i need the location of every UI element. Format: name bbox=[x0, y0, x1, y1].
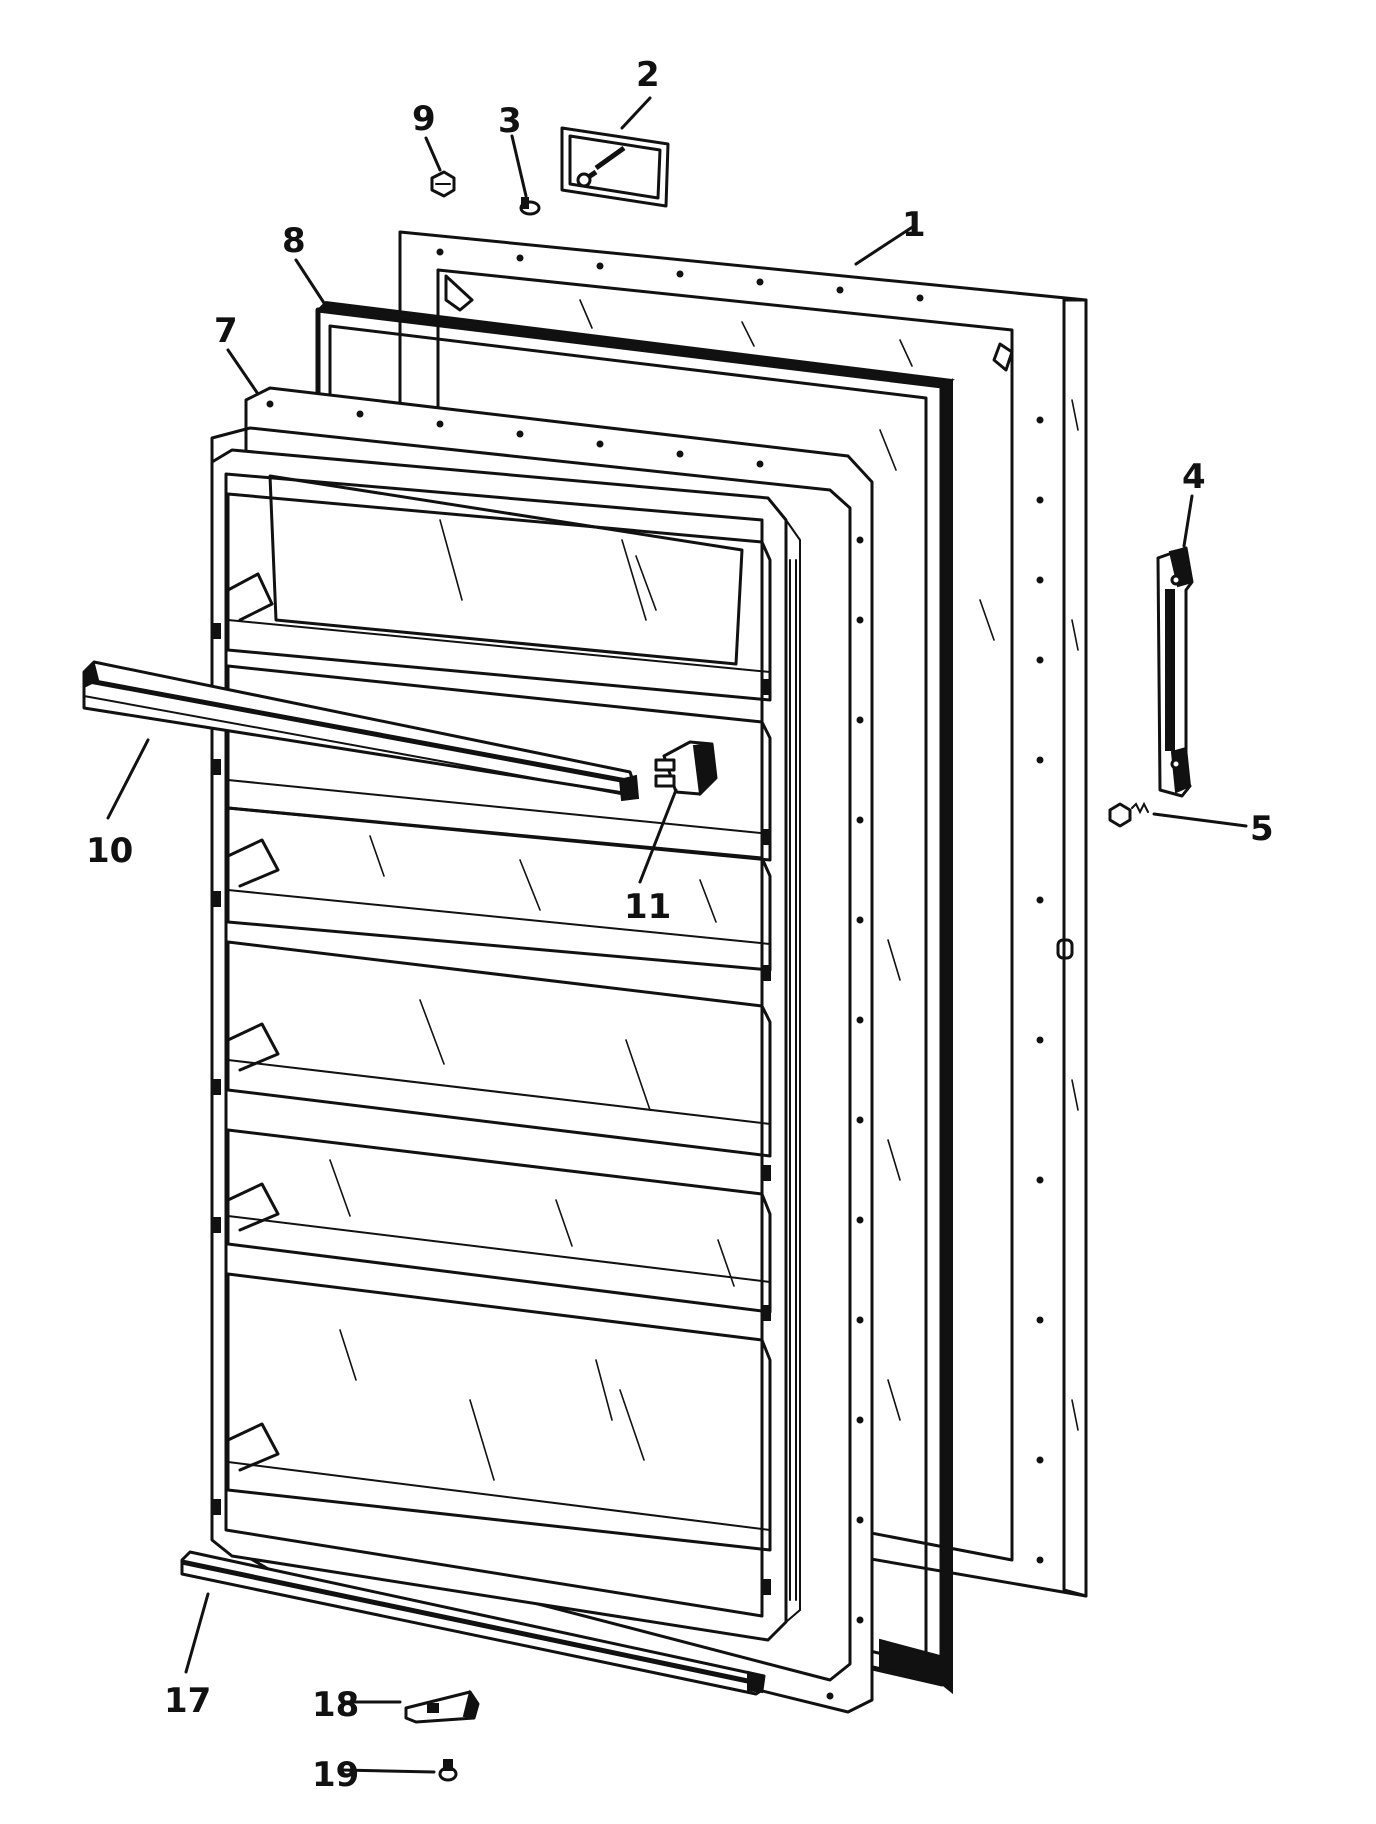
screw-part-3 bbox=[519, 197, 541, 216]
shelf-side-brackets bbox=[213, 572, 771, 1595]
callout-3: 3 bbox=[498, 101, 522, 141]
callout-labels: 1 2 3 4 5 7 8 9 10 11 17 18 19 bbox=[86, 55, 1274, 1795]
leader-lines bbox=[106, 96, 1248, 1774]
callout-8: 8 bbox=[282, 221, 306, 261]
bottom-trim bbox=[180, 1550, 766, 1696]
callout-18: 18 bbox=[312, 1685, 359, 1725]
shelf-bin-3 bbox=[226, 806, 772, 972]
latch-bracket bbox=[404, 1689, 480, 1724]
shelf-bin-6 bbox=[226, 1272, 772, 1552]
outer-panel-holes bbox=[436, 248, 1044, 1564]
callout-19: 19 bbox=[312, 1755, 359, 1795]
callout-17: 17 bbox=[164, 1681, 211, 1721]
callout-7: 7 bbox=[214, 311, 238, 351]
shelf-bin-4 bbox=[226, 940, 772, 1158]
small-screw bbox=[438, 1759, 458, 1782]
callout-1: 1 bbox=[902, 205, 926, 245]
callout-10: 10 bbox=[86, 831, 133, 871]
hinge-bracket bbox=[560, 126, 670, 208]
door-inner-liner bbox=[210, 386, 874, 1714]
handle-screw bbox=[1108, 801, 1149, 828]
shelf-bar bbox=[82, 660, 640, 802]
shelf-bin-2 bbox=[226, 664, 772, 862]
callout-9: 9 bbox=[412, 99, 436, 139]
callout-11: 11 bbox=[624, 887, 671, 927]
callout-4: 4 bbox=[1182, 457, 1206, 497]
door-handle bbox=[1156, 546, 1194, 798]
callout-5: 5 bbox=[1250, 809, 1274, 849]
callout-2: 2 bbox=[636, 55, 660, 95]
bar-clip bbox=[654, 740, 718, 797]
hex-nut bbox=[430, 170, 456, 198]
shelf-bin-5 bbox=[226, 1128, 772, 1314]
shelf-bin-1 bbox=[226, 474, 772, 702]
